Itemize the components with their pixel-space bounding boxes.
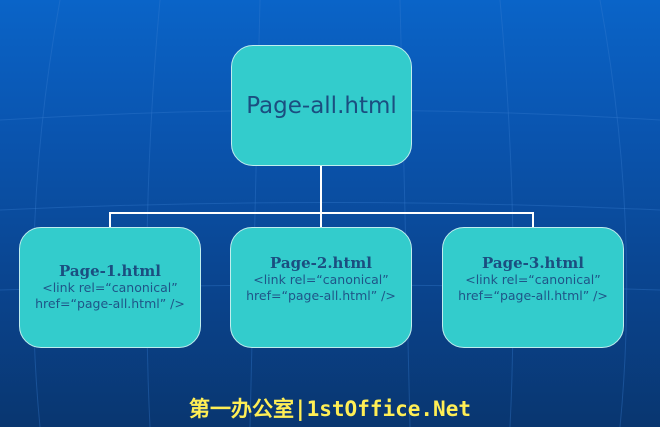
- root-label: Page-all.html: [246, 92, 397, 119]
- connector-2: [320, 212, 322, 228]
- connector-3: [532, 212, 534, 228]
- child-node-2: Page-2.html <link rel=“canonical” href=“…: [230, 227, 412, 348]
- child-code-line1: <link rel=“canonical”: [465, 272, 601, 287]
- child-code-line2: href=“page-all.html” />: [246, 288, 396, 303]
- child-title: Page-2.html: [270, 254, 372, 272]
- watermark: 第一办公室|1stOffice.Net: [188, 397, 471, 421]
- child-code-line1: <link rel=“canonical”: [42, 280, 178, 295]
- child-code-line2: href=“page-all.html” />: [458, 288, 608, 303]
- connector-1: [109, 212, 111, 228]
- child-node-1: Page-1.html <link rel=“canonical” href=“…: [19, 227, 201, 348]
- child-node-3: Page-3.html <link rel=“canonical” href=“…: [442, 227, 624, 348]
- root-node: Page-all.html: [231, 45, 412, 166]
- child-title: Page-1.html: [59, 262, 161, 280]
- child-code-line1: <link rel=“canonical”: [253, 272, 389, 287]
- child-title: Page-3.html: [482, 254, 584, 272]
- child-code-line2: href=“page-all.html” />: [35, 296, 185, 311]
- connector-trunk: [320, 165, 322, 213]
